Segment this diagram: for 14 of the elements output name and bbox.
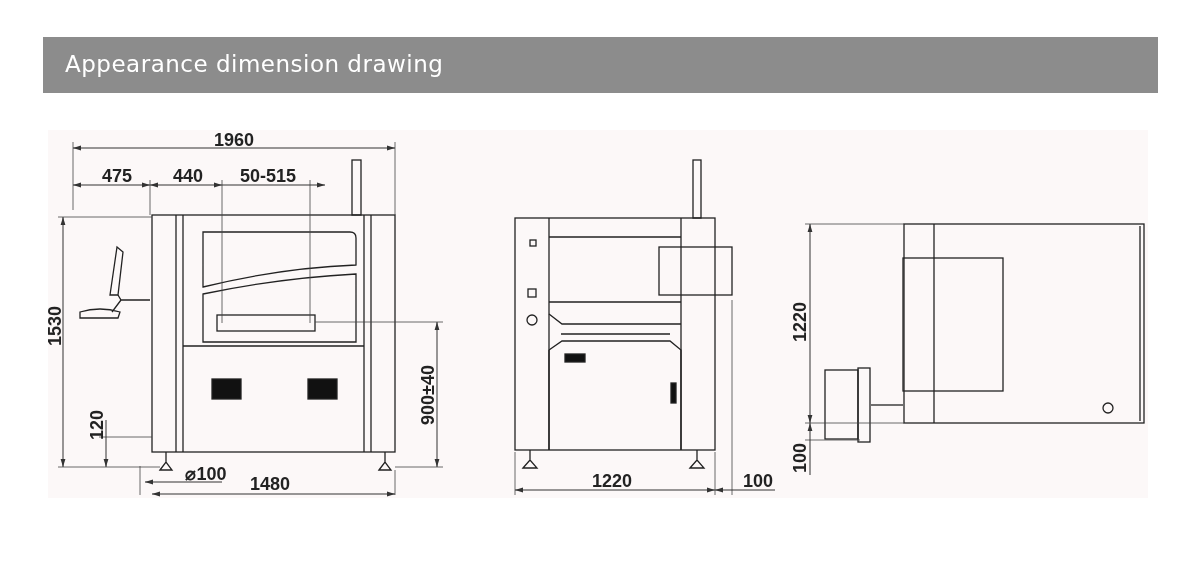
dimension-value: 100 xyxy=(791,443,809,473)
header-title: Appearance dimension drawing xyxy=(65,51,444,77)
dimension-value: 50-515 xyxy=(239,167,297,185)
dimension-value: 1480 xyxy=(250,475,290,493)
dimension-value: 440 xyxy=(173,167,203,185)
dimension-value: 1220 xyxy=(592,472,632,490)
dimension-value: 900±40 xyxy=(419,365,437,425)
dimension-value: 1220 xyxy=(791,302,809,342)
dimension-value: 100 xyxy=(743,472,773,490)
dimension-value: 1960 xyxy=(214,131,254,149)
dimension-value: 120 xyxy=(88,410,106,440)
dimension-value: 475 xyxy=(102,167,132,185)
dimension-value: 1530 xyxy=(46,306,64,346)
dimension-value: ⌀100 xyxy=(185,465,227,483)
